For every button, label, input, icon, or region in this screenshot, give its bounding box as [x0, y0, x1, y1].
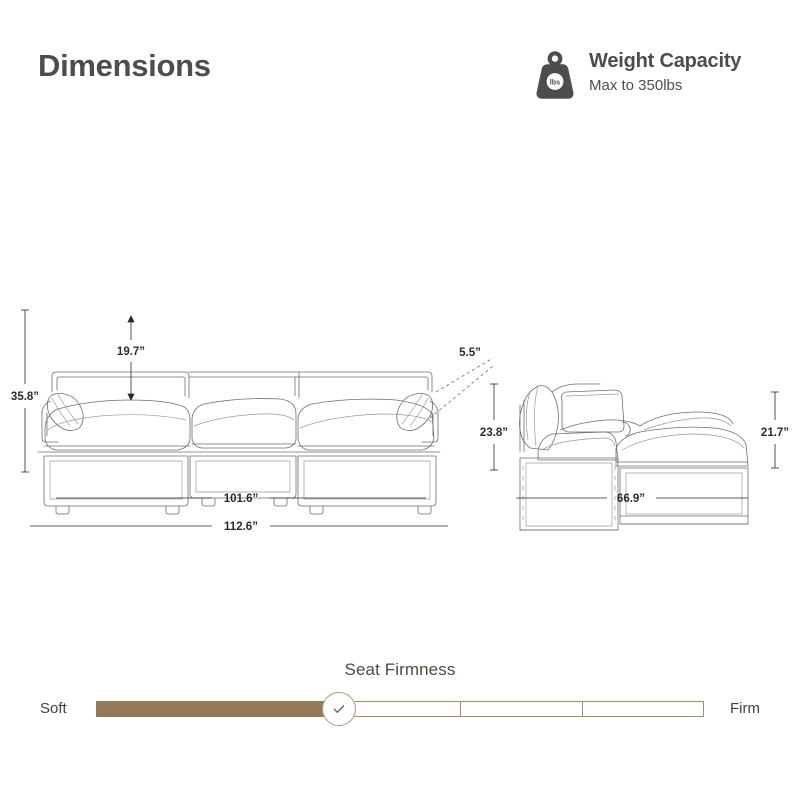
check-icon [333, 704, 345, 713]
firmness-track[interactable] [96, 691, 705, 726]
dimension-chaise-height-label: 21.7” [761, 427, 789, 439]
firmness-segment-5[interactable] [582, 700, 705, 717]
dimension-seat-back-height: 23.8” [480, 383, 508, 471]
weight-capacity-title: Weight Capacity [589, 50, 742, 72]
firmness-segment-3[interactable] [339, 700, 462, 717]
header: Dimensions lbs Weight Capacity Max to 35… [0, 0, 800, 130]
weight-text: Weight Capacity Max to 350lbs [589, 48, 741, 96]
weight-icon-label: lbs [550, 78, 560, 87]
firmness-thumb[interactable] [322, 691, 357, 726]
seat-firmness-slider[interactable]: Soft Firm [0, 691, 800, 726]
firmness-firm-label: Firm [730, 700, 760, 717]
dimension-arm-width-label: 5.5” [459, 347, 481, 359]
dimension-back-height-label: 19.7” [117, 346, 145, 358]
dimension-arm-width: 5.5” [429, 347, 494, 419]
dimension-chaise-height: 21.7” [761, 391, 789, 469]
weight-capacity-subtitle: Max to 350lbs [589, 77, 683, 94]
page-title: Dimensions [38, 48, 211, 83]
weight-icon: lbs [536, 51, 574, 99]
dimension-overall-height: 35.8” [11, 309, 39, 473]
firmness-segment-1[interactable] [96, 700, 219, 717]
weight-capacity-block: lbs Weight Capacity Max to 350lbs [533, 48, 741, 100]
dimension-seat-width: 101.6” [56, 493, 426, 505]
dimension-drawings: 35.8” 19.7” 5.5” 101.6” 112.6” [0, 280, 800, 550]
dimension-seat-width-label: 101.6” [224, 493, 259, 505]
dimension-overall-width-label: 112.6” [224, 521, 258, 533]
dimension-overall-height-label: 35.8” [11, 391, 39, 403]
seat-firmness-title: Seat Firmness [344, 660, 456, 679]
seat-firmness-section: Seat Firmness Soft Firm [0, 660, 800, 760]
firmness-segment-4[interactable] [461, 700, 583, 717]
sofa-front-view: 35.8” 19.7” 5.5” 101.6” 112.6” [11, 309, 494, 533]
dimension-overall-width: 112.6” [30, 521, 448, 533]
dimension-overall-depth: 66.9” [516, 493, 748, 505]
dimension-overall-depth-label: 66.9” [617, 493, 645, 505]
dimension-seat-back-height-label: 23.8” [480, 427, 508, 439]
firmness-soft-label: Soft [40, 700, 67, 717]
dimension-back-height: 19.7” [117, 315, 145, 401]
sofa-side-view: 23.8” 21.7” 66.9” [480, 383, 789, 531]
